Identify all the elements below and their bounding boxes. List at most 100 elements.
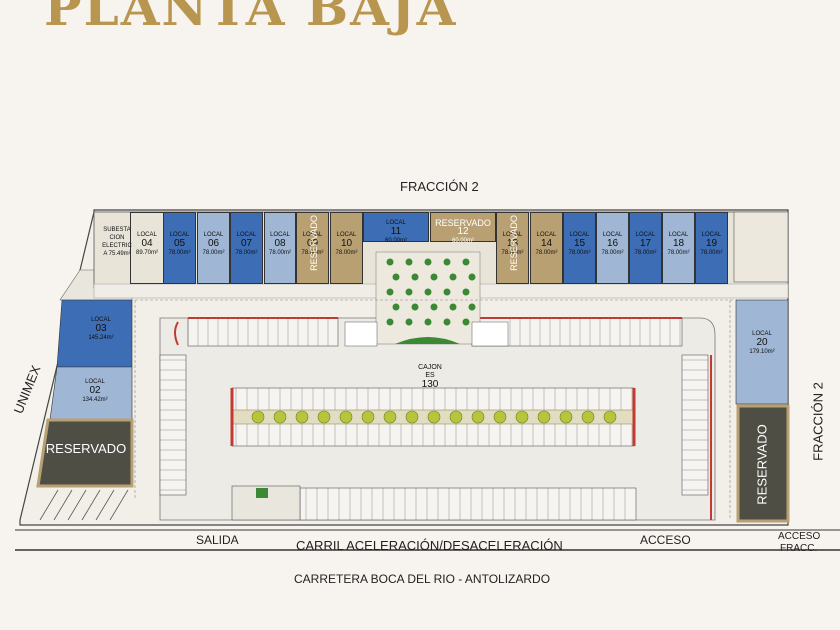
tree-icon (559, 410, 573, 424)
tree-icon (515, 410, 529, 424)
angled-stall-line (95, 489, 115, 521)
local-03: LOCAL 03 145.24m² (76, 316, 126, 342)
unit-num: 07 (240, 238, 253, 249)
palm-icon (411, 303, 419, 311)
unit-word: LOCAL (169, 232, 190, 238)
subestacion-line-4: A 75.49m² (103, 251, 131, 257)
palm-icon (405, 258, 413, 266)
palm-icon (430, 273, 438, 281)
fraccion-right-label: FRACCIÓN 2 (810, 382, 826, 461)
unit-area: 78.00m² (235, 250, 258, 256)
palm-icon (462, 258, 470, 266)
local-02: LOCAL 02 134.42m² (70, 378, 120, 404)
local-03-area: 145.24m² (88, 335, 114, 341)
palm-icon (468, 303, 476, 311)
palm-icon (405, 318, 413, 326)
local-02-word: LOCAL (85, 379, 105, 385)
unit-num: 11 (390, 226, 402, 237)
reservado-overlay-09: RESERVADO (309, 215, 319, 271)
tree-icon (339, 410, 353, 424)
subestacion-unit: SUBESTA CION ELECTRIC A 75.49m² (98, 226, 136, 258)
tree-icon (383, 410, 397, 424)
carril-label: CARRIL ACELERACIÓN/DESACELERACIÓN (296, 538, 563, 553)
reservado-overlay-13: RESERVADO (509, 215, 519, 271)
tree-icon (449, 410, 463, 424)
unit-num: 16 (606, 238, 619, 249)
tree-icon (471, 410, 485, 424)
unit-word: LOCAL (137, 232, 157, 238)
palm-icon (386, 258, 394, 266)
acceso-label: ACCESO (640, 533, 691, 547)
unit-area: 78.00m² (335, 250, 358, 256)
unit-num: 08 (274, 238, 286, 249)
cajones-count: CAJON ES 130 (410, 364, 450, 390)
palm-icon (443, 258, 451, 266)
unit-word: LOCAL (302, 232, 323, 238)
subestacion-line-1: SUBESTA (103, 227, 131, 233)
palm-icon (386, 288, 394, 296)
palm-icon (392, 273, 400, 281)
palm-icon (424, 288, 432, 296)
unit-word: LOCAL (203, 232, 224, 238)
angled-stall-line (39, 489, 59, 521)
unit-area: 78.00m² (634, 250, 657, 256)
palm-icon (443, 318, 451, 326)
unit-area: 60.00m² (384, 238, 407, 244)
unit-word: LOCAL (635, 232, 656, 238)
fraccion-top-label: FRACCIÓN 2 (400, 179, 479, 194)
unit-area: 78.00m² (667, 250, 690, 256)
palm-icon (424, 258, 432, 266)
local-20-word: LOCAL (752, 331, 772, 337)
unit-num: 09 (306, 238, 319, 249)
cajones-line-3: 130 (421, 379, 439, 390)
unit-num: 18 (672, 238, 685, 249)
unit-num: 14 (540, 238, 553, 249)
local-02-area: 134.42m² (82, 397, 108, 403)
unit-area: 78.00m² (268, 250, 291, 256)
angled-stall-line (53, 489, 73, 521)
tree-icon (537, 410, 551, 424)
subestacion-line-2: CION (109, 235, 125, 241)
unit-num: 13 (506, 238, 519, 249)
palm-icon (443, 288, 451, 296)
tree-icon (427, 410, 441, 424)
unit-area: 78.00m² (535, 250, 558, 256)
tree-icon (273, 410, 287, 424)
palm-icon (430, 303, 438, 311)
unit-word: RESERVADO (435, 218, 491, 228)
palm-icon (462, 318, 470, 326)
page-title: PLANTA BAJA (44, 0, 458, 37)
unit-word: LOCAL (386, 220, 406, 226)
reservado-left: RESERVADO (45, 441, 127, 456)
cajones-line-1: CAJON (418, 364, 442, 371)
unit-area: 78.00m² (501, 250, 524, 256)
unit-num: 19 (705, 238, 718, 249)
unit-area: 78.00m² (700, 250, 723, 256)
angled-stall-line (67, 489, 87, 521)
unit-num: 05 (173, 238, 186, 249)
unit-word: LOCAL (602, 232, 623, 238)
unit-num: 17 (639, 238, 652, 249)
unit-area: 78.00m² (168, 250, 191, 256)
palm-icon (392, 303, 400, 311)
angled-stall-line (81, 489, 101, 521)
unit-area: 60.00m² (451, 238, 474, 244)
tree-icon (251, 410, 265, 424)
unit-word: LOCAL (668, 232, 689, 238)
unit-word: LOCAL (502, 232, 523, 238)
palm-icon (468, 273, 476, 281)
palm-icon (405, 288, 413, 296)
tree-icon (317, 410, 331, 424)
local-03-word: LOCAL (91, 317, 111, 323)
